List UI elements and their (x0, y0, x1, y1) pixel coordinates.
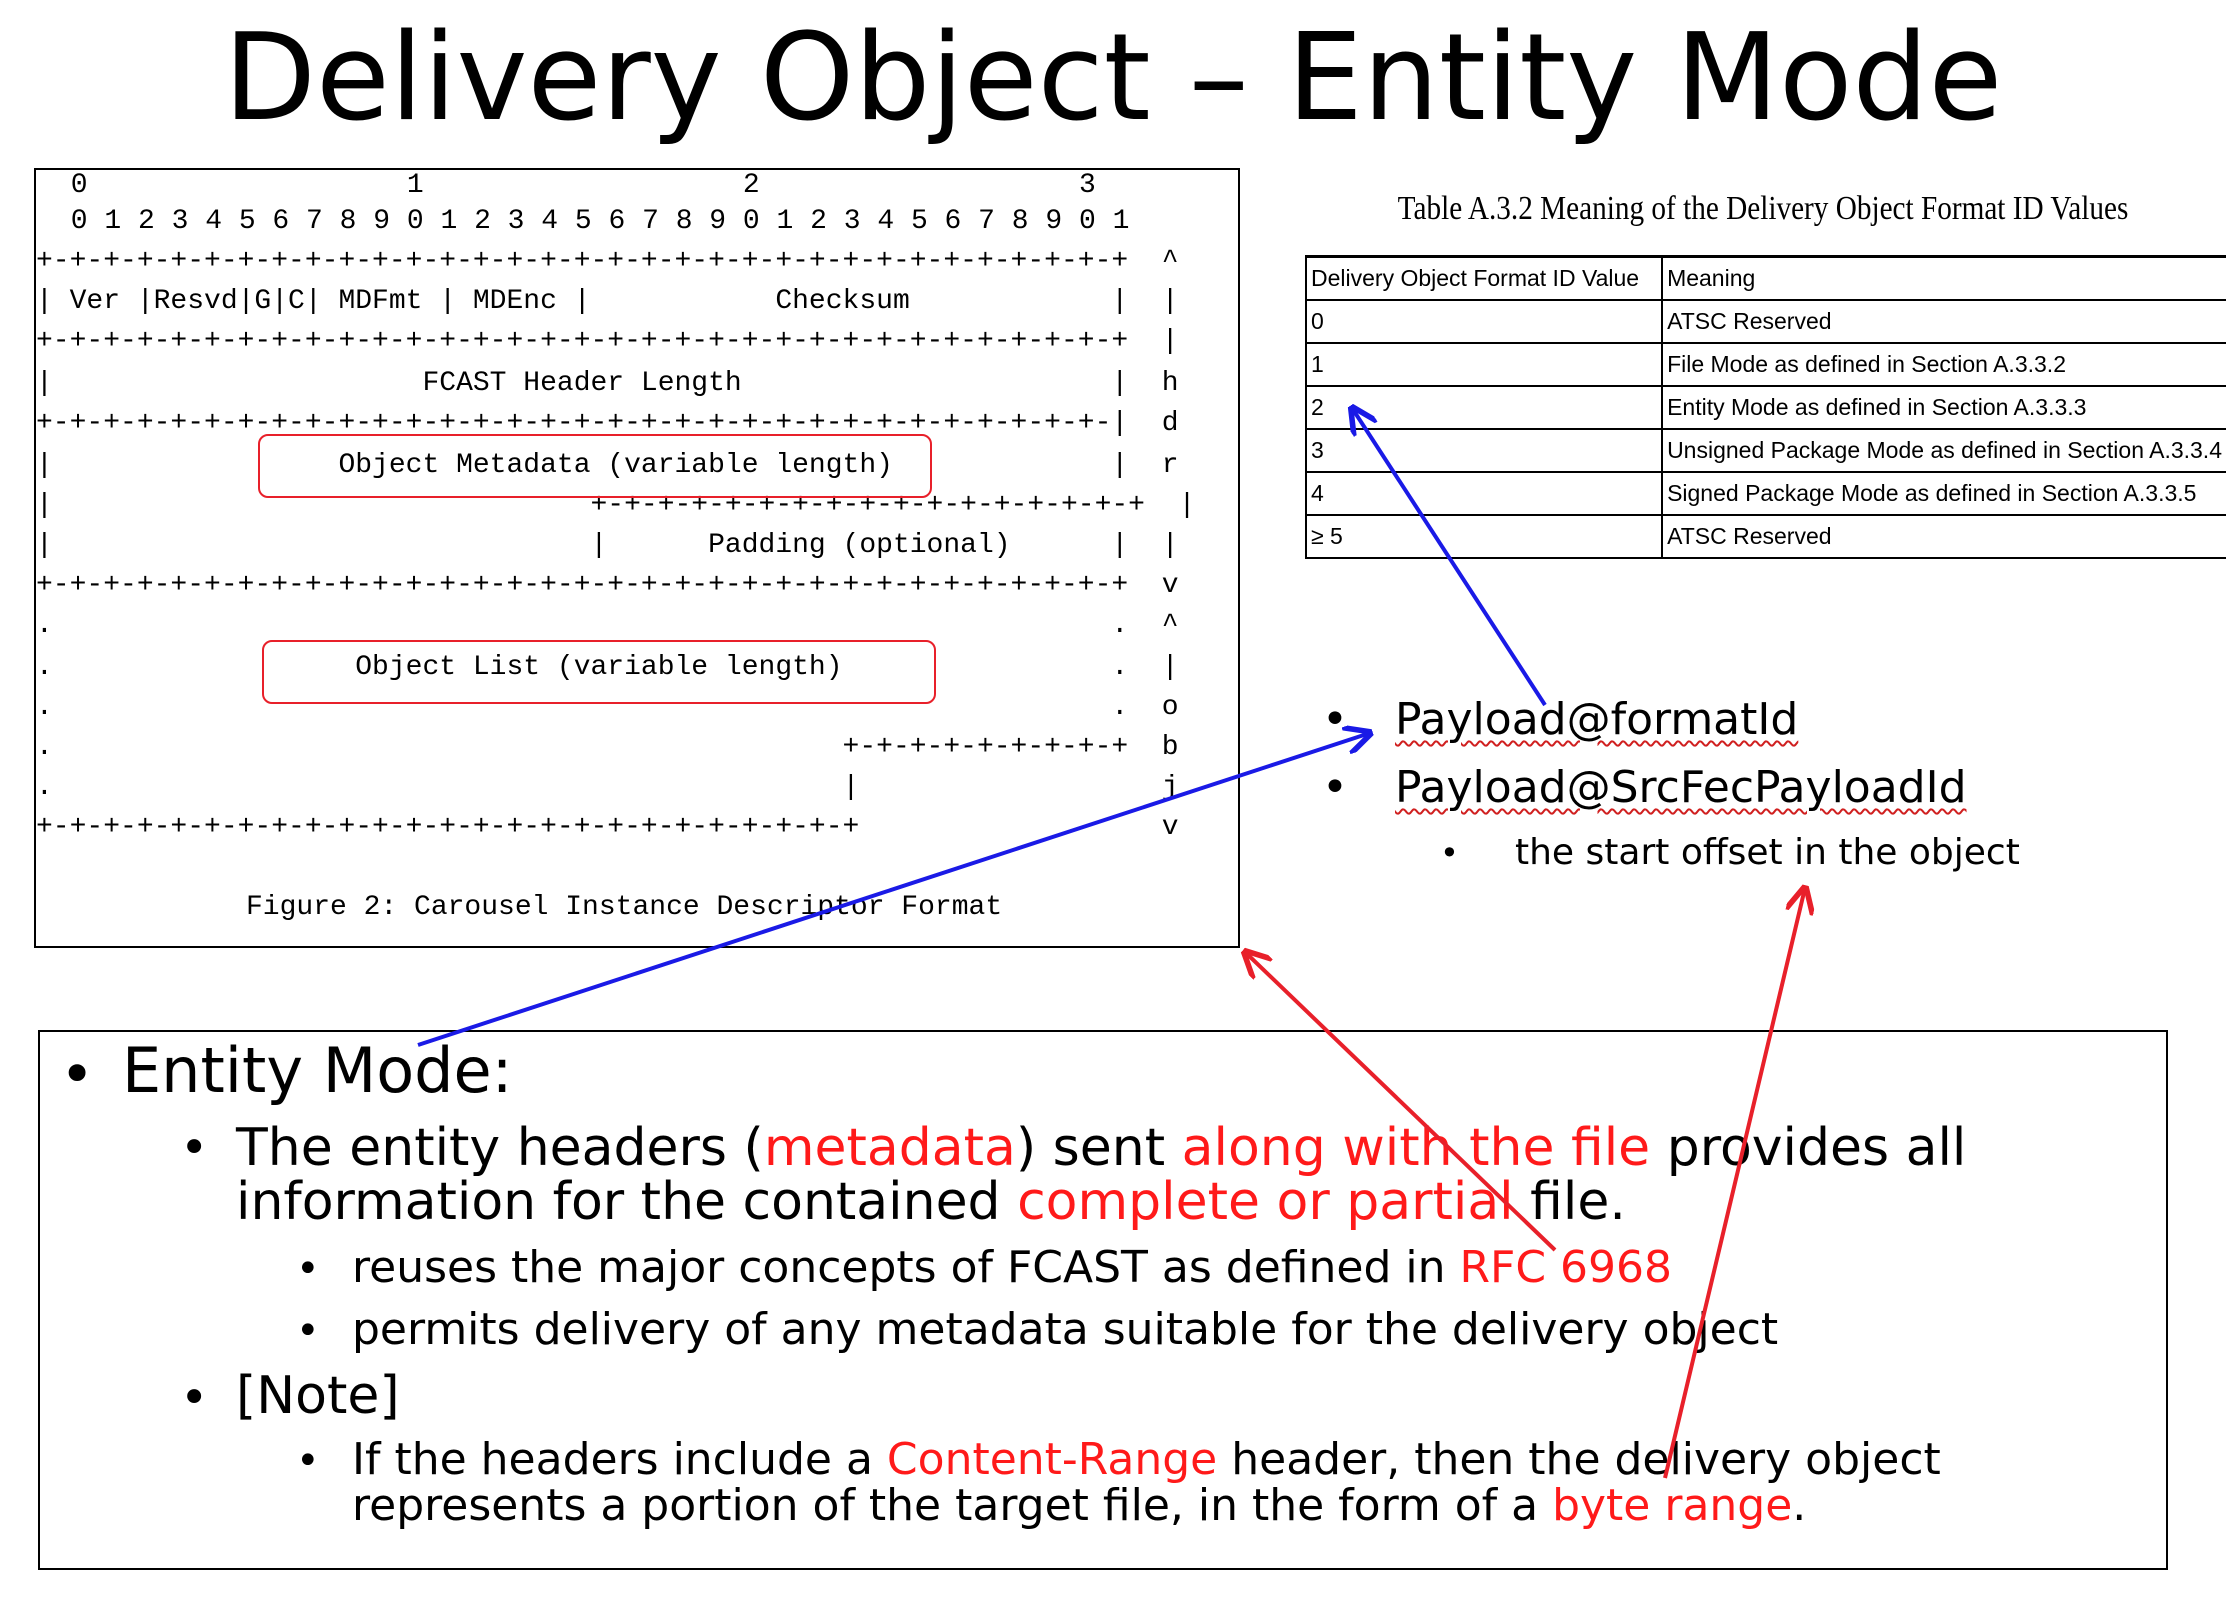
text-run: . (1792, 1480, 1807, 1531)
text-run: If the headers include a (352, 1434, 887, 1485)
sub-bullet-content-range-line2: represents a portion of the target file,… (352, 1480, 1806, 1531)
note-heading: [Note] (236, 1366, 400, 1426)
packet-format-figure: 0 1 2 3 0 1 2 3 4 5 6 7 8 9 0 1 2 3 4 5 … (34, 168, 1240, 948)
table-header: Meaning (1661, 255, 2226, 301)
text-run: represents a portion of the target file,… (352, 1480, 1553, 1531)
table-cell: Unsigned Package Mode as defined in Sect… (1661, 427, 2226, 473)
bullet-dot: • (296, 1246, 320, 1292)
arrow-byte-range-to-offset (1663, 888, 1805, 1479)
figure-line: | FCAST Header Length | h (36, 368, 1179, 399)
table-cell: ATSC Reserved (1661, 513, 2226, 559)
bullet-dot: • (180, 1370, 209, 1426)
table-cell: 0 (1304, 298, 1664, 344)
text-run: reuses the major concepts of FCAST as de… (352, 1242, 1460, 1293)
figure-line: | Object Metadata (variable length) | r (36, 450, 1179, 481)
text-run: The entity headers ( (236, 1118, 764, 1178)
sub-bullet-reuses-fcast: reuses the major concepts of FCAST as de… (352, 1242, 1672, 1293)
figure-line: | Ver |Resvd|G|C| MDFmt | MDEnc | Checks… (36, 286, 1179, 317)
table-caption: Table A.3.2 Meaning of the Delivery Obje… (1397, 190, 2129, 227)
table-cell: Entity Mode as defined in Section A.3.3.… (1661, 384, 2226, 430)
table-row: 3 Unsigned Package Mode as defined in Se… (1304, 427, 2226, 473)
object-metadata-highlight (258, 434, 932, 498)
text-run: ) sent (1015, 1118, 1182, 1178)
figure-line: +-+-+-+-+-+-+-+-+-+-+-+-+-+-+-+-+-+-+-+-… (36, 246, 1179, 277)
table-cell: 4 (1304, 470, 1664, 516)
bullet-dot: • (296, 1438, 320, 1484)
table-cell: 1 (1304, 341, 1664, 387)
sub-bullet-content-range-line1: If the headers include a Content-Range h… (352, 1434, 1941, 1485)
highlight-rfc6968: RFC 6968 (1459, 1242, 1673, 1293)
table-header-row: Delivery Object Format ID Value Meaning (1304, 255, 2226, 301)
figure-line: +-+-+-+-+-+-+-+-+-+-+-+-+-+-+-+-+-+-+-+-… (36, 326, 1179, 357)
payload-srcfecpayloadid-text: Payload@SrcFecPayloadId (1395, 762, 1967, 813)
figure-line: . . o (36, 692, 1179, 723)
figure-line: 0 1 2 3 4 5 6 7 8 9 0 1 2 3 4 5 6 7 8 9 … (54, 206, 1130, 237)
figure-line: . +-+-+-+-+-+-+-+-+ b (36, 732, 1179, 763)
highlight-along-with-file: along with the file (1181, 1118, 1651, 1178)
bullet-dot: • (60, 1040, 95, 1108)
payload-srcfecpayloadid: Payload@SrcFecPayloadId (1395, 762, 1967, 813)
entity-mode-heading: Entity Mode: (122, 1034, 513, 1107)
table-row: ≥ 5 ATSC Reserved (1304, 513, 2226, 559)
table-row: 4 Signed Package Mode as defined in Sect… (1304, 470, 2226, 516)
payload-sub-bullet: the start offset in the object (1515, 832, 2020, 873)
highlight-content-range: Content-Range (886, 1434, 1218, 1485)
bullet-entity-headers-line1: The entity headers (metadata) sent along… (236, 1118, 1966, 1178)
table-cell: Signed Package Mode as defined in Sectio… (1661, 470, 2226, 516)
table-cell: ≥ 5 (1304, 513, 1664, 559)
table-header: Delivery Object Format ID Value (1304, 255, 1664, 301)
payload-formatid: Payload@formatId (1395, 694, 1798, 745)
highlight-byte-range: byte range (1552, 1480, 1793, 1531)
arrow-rfc-to-figure (1245, 952, 1557, 1252)
bullet-dot: • (180, 1120, 209, 1176)
entity-mode-textbox: • Entity Mode: • The entity headers (met… (38, 1030, 2168, 1570)
figure-line: . | j (36, 772, 1179, 803)
figure-line: +-+-+-+-+-+-+-+-+-+-+-+-+-+-+-+-+-+-+-+-… (36, 570, 1179, 601)
table-row: 1 File Mode as defined in Section A.3.3.… (1304, 341, 2226, 387)
figure-line: +-+-+-+-+-+-+-+-+-+-+-+-+-+-+-+-+-+-+-+-… (36, 408, 1179, 439)
figure-line: . Object List (variable length) . | (36, 652, 1179, 683)
highlight-metadata: metadata (763, 1118, 1016, 1178)
figure-line: +-+-+-+-+-+-+-+-+-+-+-+-+-+-+-+-+-+-+-+-… (36, 812, 1179, 843)
text-run: file. (1513, 1172, 1626, 1232)
text-run: header, then the delivery object (1217, 1434, 1941, 1485)
table-cell: ATSC Reserved (1661, 298, 2226, 344)
table-cell: File Mode as defined in Section A.3.3.2 (1661, 341, 2226, 387)
bullet-dot: • (296, 1308, 320, 1354)
format-id-table: Delivery Object Format ID Value Meaning … (1304, 255, 2226, 559)
payload-formatid-text: Payload@formatId (1395, 694, 1799, 745)
bullet-entity-headers-line2: information for the contained complete o… (236, 1172, 1626, 1232)
text-run: information for the contained (236, 1172, 1018, 1232)
figure-line: | +-+-+-+-+-+-+-+-+-+-+-+-+-+-+-+-+ | (36, 490, 1196, 521)
figure-line: | | Padding (optional) | | (36, 530, 1179, 561)
table-row: 0 ATSC Reserved (1304, 298, 2226, 344)
figure-line: 0 1 2 3 (54, 170, 1096, 201)
figure-line: . . ^ (36, 610, 1179, 641)
highlight-complete-partial: complete or partial (1017, 1172, 1514, 1232)
arrow-formatid-to-table (1352, 408, 1547, 707)
sub-bullet-permits-delivery: permits delivery of any metadata suitabl… (352, 1304, 1779, 1355)
bullet-dot: • (1440, 834, 1459, 872)
bullet-dot: • (1322, 762, 1348, 813)
text-run: provides all (1650, 1118, 1967, 1178)
slide-title: Delivery Object – Entity Mode (223, 9, 2003, 148)
object-list-highlight (262, 640, 936, 704)
arrow-entity-mode-to-formatid (417, 733, 1370, 1047)
